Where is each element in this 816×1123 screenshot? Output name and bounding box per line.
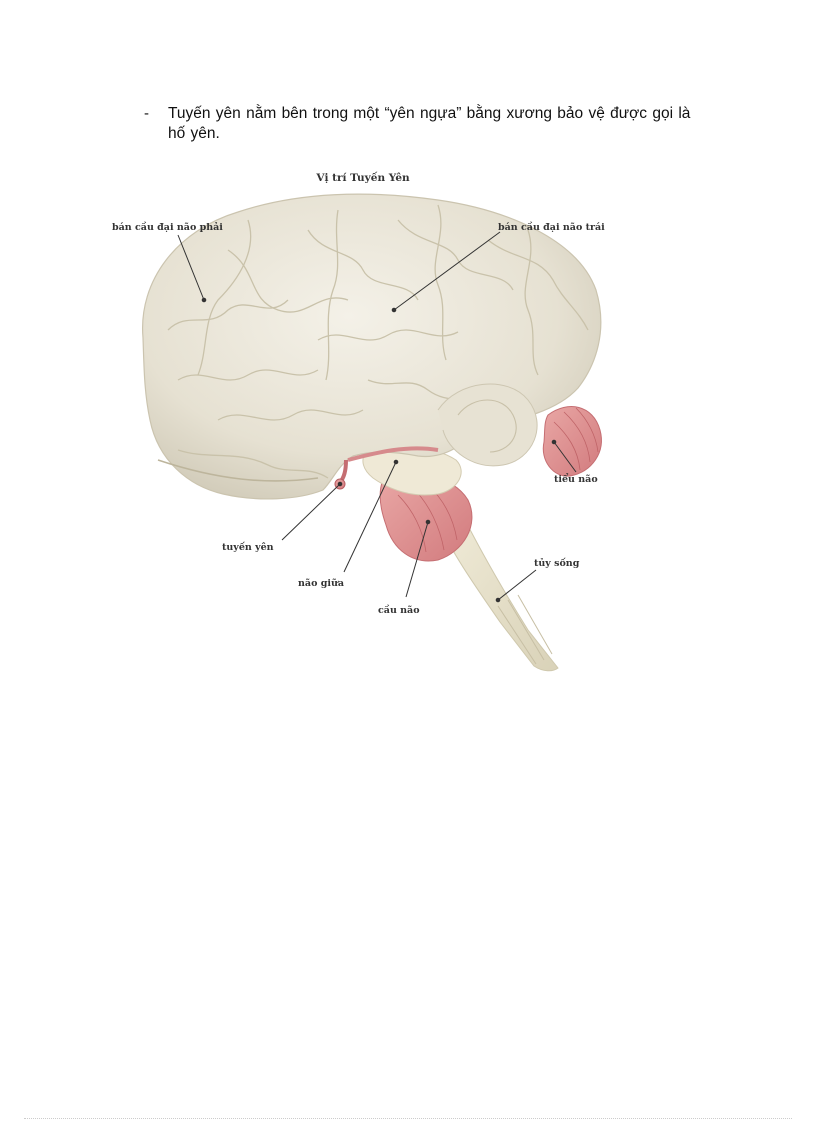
label-spinal-cord: tủy sống bbox=[534, 558, 580, 569]
label-pons: cầu não bbox=[378, 605, 420, 616]
label-right-hemisphere: bán cầu đại não phải bbox=[112, 222, 223, 233]
bullet-text: Tuyến yên nằm bên trong một “yên ngựa” b… bbox=[168, 105, 691, 142]
leader-midbrain bbox=[343, 461, 397, 573]
label-cerebellum: tiểu não bbox=[554, 474, 598, 485]
figure-title: Vị trí Tuyến Yên bbox=[316, 172, 410, 184]
leader-left-hemisphere bbox=[393, 231, 501, 311]
label-midbrain: não giữa bbox=[298, 578, 345, 589]
leader-pons bbox=[405, 521, 429, 598]
bullet-marker: - bbox=[144, 105, 149, 122]
leader-pituitary bbox=[281, 483, 341, 541]
label-left-hemisphere: bán cầu đại não trái bbox=[498, 222, 605, 233]
leader-spinal-cord bbox=[497, 569, 537, 601]
spinal-cord-shape bbox=[437, 509, 559, 672]
brain-illustration bbox=[142, 193, 602, 672]
leader-right-hemisphere bbox=[177, 234, 205, 301]
brain-figure: Vị trí Tuyến Yên bbox=[108, 160, 618, 675]
page-bottom-rule bbox=[24, 1118, 792, 1119]
leader-cerebellum bbox=[553, 441, 577, 473]
cerebellum-shape bbox=[542, 406, 602, 477]
label-pituitary: tuyến yên bbox=[222, 542, 274, 553]
